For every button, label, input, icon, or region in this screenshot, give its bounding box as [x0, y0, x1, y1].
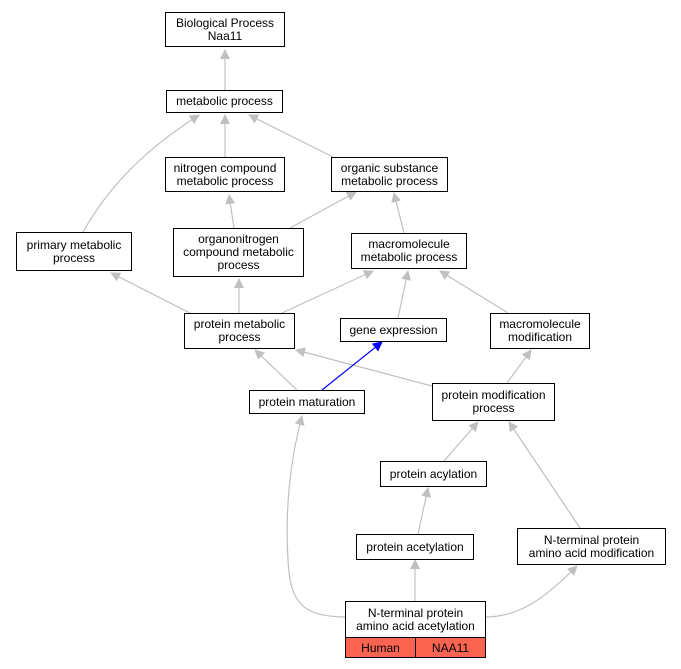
node-protein-metabolic-process[interactable]: protein metabolic process — [184, 313, 295, 349]
node-label: amino acid acetylation — [356, 618, 475, 633]
edge-acylation-proteinmod — [443, 421, 479, 462]
node-label: metabolic process — [176, 173, 274, 188]
node-label: Naa11 — [207, 28, 243, 43]
node-protein-acylation[interactable]: protein acylation — [380, 461, 487, 487]
edge-ntermacet-ntermmod — [484, 565, 578, 618]
node-protein-modification-process[interactable]: protein modification process — [432, 383, 555, 421]
node-primary-metabolic-process[interactable]: primary metabolic process — [16, 232, 132, 271]
node-label: macromolecule — [499, 317, 581, 331]
annotation-species-human[interactable]: Human — [345, 637, 416, 658]
node-label: modification — [507, 330, 573, 344]
node-label: primary metabolic — [26, 237, 122, 252]
edge-proteinmet-primary — [110, 272, 191, 314]
edge-acetylation-acylation — [417, 487, 431, 535]
node-root[interactable]: Biological Process Naa11 — [165, 12, 285, 47]
node-label: process — [218, 330, 261, 344]
node-label: metabolic process — [176, 94, 273, 108]
edge-organic-metabolic — [248, 114, 334, 158]
node-label: organic substance — [340, 160, 439, 175]
node-label: protein maturation — [258, 394, 356, 409]
node-label: protein modification — [441, 388, 546, 402]
node-organic-substance-metabolic-process[interactable]: organic substance metabolic process — [331, 157, 448, 192]
edge-ntermacet-maturation — [286, 415, 347, 618]
node-label: nitrogen compound — [173, 160, 277, 175]
node-label: process — [472, 401, 515, 415]
edge-primary-metabolic — [82, 114, 200, 233]
node-label: metabolic process — [341, 173, 438, 188]
node-label: gene expression — [349, 322, 438, 337]
node-label: metabolic process — [360, 250, 458, 264]
node-metabolic-process[interactable]: metabolic process — [166, 90, 283, 113]
node-label: protein acylation — [389, 466, 478, 481]
node-label: process — [217, 258, 260, 272]
edge-organonitrogen-organic — [289, 191, 357, 229]
edge-ntermmod-proteinmod — [508, 421, 581, 529]
node-label: N-terminal protein — [367, 605, 464, 620]
node-macromolecule-metabolic-process[interactable]: macromolecule metabolic process — [351, 233, 467, 269]
edge-proteinmod-macromod — [506, 349, 532, 384]
node-label: macromolecule — [368, 237, 450, 251]
node-nitrogen-compound-metabolic-process[interactable]: nitrogen compound metabolic process — [165, 157, 285, 192]
node-label: N-terminal protein — [543, 532, 640, 547]
annotation-label: Human — [361, 640, 400, 655]
edge-organonitrogen-nitrogen — [225, 194, 236, 229]
annotation-gene-naa11[interactable]: NAA11 — [415, 637, 486, 658]
node-label: process — [52, 250, 96, 265]
node-organonitrogen-compound-metabolic-process[interactable]: organonitrogen compound metabolic proces… — [173, 228, 304, 277]
node-protein-maturation[interactable]: protein maturation — [249, 390, 365, 414]
node-n-terminal-protein-amino-acid-modification[interactable]: N-terminal protein amino acid modificati… — [517, 528, 666, 565]
edge-geneexpr-macromet — [397, 270, 412, 319]
node-n-terminal-protein-amino-acid-acetylation[interactable]: N-terminal protein amino acid acetylatio… — [345, 601, 486, 638]
edge-maturation-proteinmet — [254, 349, 298, 391]
edge-maturation-geneexpr — [321, 341, 383, 391]
node-label: compound metabolic — [183, 245, 294, 259]
edge-proteinmod-proteinmet — [295, 347, 433, 387]
node-protein-acetylation[interactable]: protein acetylation — [356, 534, 474, 560]
edge-macromet-organic — [391, 192, 405, 234]
node-macromolecule-modification[interactable]: macromolecule modification — [490, 313, 590, 349]
node-label: organonitrogen — [198, 232, 279, 246]
annotation-label: NAA11 — [431, 640, 470, 655]
node-label: protein metabolic — [193, 317, 286, 331]
node-label: amino acid modification — [528, 545, 655, 560]
node-label: Biological Process — [175, 15, 275, 30]
node-label: protein acetylation — [366, 539, 464, 554]
edge-macromod-macromet — [439, 270, 509, 314]
node-gene-expression[interactable]: gene expression — [340, 318, 447, 342]
edge-proteinmet-macromet — [281, 270, 374, 314]
